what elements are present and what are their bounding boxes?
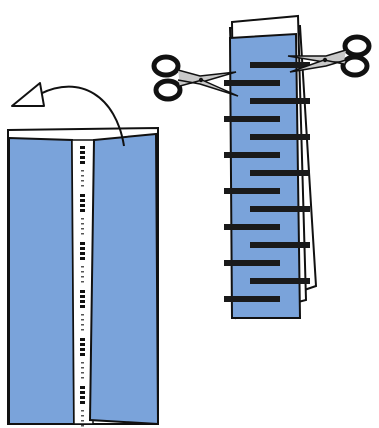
center-dot [81, 367, 84, 369]
center-dot [81, 410, 84, 412]
center-mark [80, 391, 85, 394]
center-dot [81, 281, 84, 283]
center-dot [81, 185, 84, 187]
strip-cut [224, 116, 280, 122]
center-mark [80, 295, 85, 298]
center-dot [81, 228, 84, 230]
strip-cuts [224, 62, 310, 302]
center-dot [81, 223, 84, 225]
center-dot [81, 362, 84, 364]
center-dot [81, 377, 84, 379]
strip-cut [224, 296, 280, 302]
fold-arrow-icon [39, 85, 125, 147]
center-dot [81, 175, 84, 177]
center-dot [81, 218, 84, 220]
center-mark [80, 161, 85, 164]
center-dot [81, 420, 84, 422]
center-dot [81, 329, 84, 331]
center-mark [80, 353, 85, 356]
center-dot [81, 271, 84, 273]
center-mark [80, 401, 85, 404]
cut-strip [224, 14, 318, 320]
strip-cut [250, 278, 310, 284]
center-mark [80, 242, 85, 245]
center-dot [81, 276, 84, 278]
center-mark [80, 396, 85, 399]
strip-cut [250, 242, 310, 248]
center-mark [80, 156, 85, 159]
strip-cut [224, 188, 280, 194]
center-dot [81, 266, 84, 268]
strip-cut [250, 98, 310, 104]
booklet-left-panel [8, 136, 76, 425]
center-mark [80, 194, 85, 197]
center-mark [80, 290, 85, 293]
center-dot [81, 372, 84, 374]
center-dot [81, 233, 84, 235]
center-mark [80, 199, 85, 202]
center-dot [81, 415, 84, 417]
center-mark [80, 247, 85, 250]
center-mark [80, 252, 85, 255]
center-mark [80, 300, 85, 303]
center-mark [80, 257, 85, 260]
strip-cut [224, 224, 280, 230]
center-mark [80, 386, 85, 389]
center-mark [80, 305, 85, 308]
scissors-icon [151, 54, 239, 102]
scissors-icon [287, 34, 372, 78]
center-mark [80, 204, 85, 207]
center-dot [81, 314, 84, 316]
center-mark [80, 348, 85, 351]
strip-cut [250, 206, 310, 212]
center-dot [81, 324, 84, 326]
center-mark [80, 343, 85, 346]
center-mark [80, 146, 85, 149]
booklet-right-flap [88, 132, 160, 426]
booklet-center-marks [80, 146, 85, 427]
folded-booklet [7, 82, 160, 427]
center-mark [80, 151, 85, 154]
strip-cut [224, 80, 280, 86]
center-dot [81, 170, 84, 172]
strip-cut [250, 170, 310, 176]
center-dot [81, 180, 84, 182]
center-mark [80, 209, 85, 212]
center-dot [81, 425, 84, 427]
strip-cut [224, 152, 280, 158]
strip-cut [250, 62, 310, 68]
strip-cut [250, 134, 310, 140]
strip-cut [224, 260, 280, 266]
center-dot [81, 319, 84, 321]
center-mark [80, 338, 85, 341]
fold-arrow-head-icon [11, 82, 45, 107]
